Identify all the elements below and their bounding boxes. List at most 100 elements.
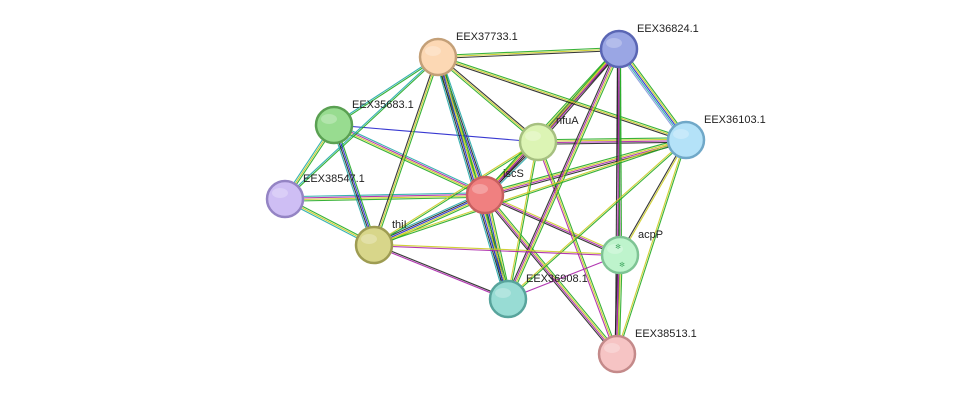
edge-evidence-line	[437, 56, 687, 141]
node-circle[interactable]	[314, 105, 354, 145]
edge-evidence-line	[333, 125, 485, 197]
edge-nfua-eex35683-1[interactable]	[333, 124, 539, 143]
edge-iscs-eex38547-1[interactable]	[284, 192, 486, 202]
edge-evidence-line	[537, 137, 686, 141]
edge-evidence-line	[484, 137, 686, 194]
node-highlight	[495, 288, 511, 298]
node-circle[interactable]	[600, 235, 640, 275]
node-circle[interactable]	[666, 120, 706, 160]
edge-evidence-line	[285, 57, 439, 200]
edge-evidence-line	[482, 196, 616, 356]
node-eex35683-1[interactable]: EEX35683.1	[314, 99, 414, 145]
node-circle[interactable]	[599, 29, 639, 69]
edge-evidence-line	[505, 47, 618, 299]
edge-iscs-eex38513-1[interactable]	[482, 193, 620, 356]
node-eex36908-1[interactable]: EEX36908.1	[488, 273, 588, 319]
edge-nfua-eex37733-1[interactable]	[436, 55, 540, 144]
edge-evidence-line	[437, 56, 509, 300]
edge-evidence-line	[615, 139, 686, 354]
node-thii[interactable]: thiI	[354, 219, 407, 265]
node-eex38547-1[interactable]: EEX38547.1	[265, 173, 365, 219]
edge-eex36824-1-eex36908-1[interactable]	[505, 47, 622, 301]
node-circle[interactable]	[597, 334, 637, 374]
edge-evidence-line	[617, 140, 688, 355]
node-circle[interactable]	[418, 37, 458, 77]
node-eex36824-1[interactable]: EEX36824.1	[599, 23, 699, 69]
edge-eex36103-1-acpp[interactable]	[618, 139, 688, 256]
edge-eex37733-1-eex35683-1[interactable]	[333, 55, 439, 127]
edge-nfua-eex36103-1[interactable]	[537, 137, 687, 145]
edge-evidence-line	[374, 57, 440, 246]
edge-evidence-line	[537, 141, 618, 355]
edge-evidence-line	[538, 141, 619, 354]
node-eex36103-1[interactable]: EEX36103.1	[666, 114, 766, 160]
edge-evidence-line	[539, 50, 622, 144]
edge-eex36103-1-eex38513-1[interactable]	[615, 139, 688, 355]
edge-eex37733-1-eex36103-1[interactable]	[437, 55, 687, 142]
edge-evidence-line	[507, 139, 686, 299]
node-label: acpP	[638, 229, 663, 241]
edge-evidence-line	[332, 126, 485, 198]
edge-evidence-line	[437, 46, 619, 57]
edge-evidence-line	[537, 48, 619, 142]
edge-nfua-thii[interactable]	[373, 140, 539, 247]
node-iscs[interactable]: iscS	[465, 168, 524, 215]
node-highlight	[425, 46, 441, 56]
node-label: EEX38513.1	[635, 328, 697, 340]
edge-eex36103-1-thii[interactable]	[373, 138, 687, 247]
node-eex37733-1[interactable]: EEX37733.1	[418, 31, 518, 77]
node-eex38513-1[interactable]: EEX38513.1	[597, 328, 697, 374]
edge-evidence-line	[438, 56, 510, 299]
edge-thii-eex36908-1[interactable]	[373, 243, 509, 301]
edge-eex37733-1-eex38547-1[interactable]	[284, 56, 439, 200]
edge-evidence-line	[374, 140, 687, 247]
node-circle[interactable]	[465, 175, 505, 215]
edge-evidence-line	[509, 49, 622, 301]
edge-evidence-line	[333, 55, 438, 125]
structure-glyph-icon: ✻	[615, 243, 621, 251]
edge-evidence-line	[508, 142, 540, 300]
edge-nfua-eex36908-1[interactable]	[506, 141, 540, 300]
edge-nfua-eex36824-1[interactable]	[535, 47, 622, 144]
edge-evidence-line	[618, 139, 686, 255]
edge-evidence-line	[284, 56, 438, 199]
edge-evidence-line	[508, 49, 621, 300]
edge-evidence-line	[374, 243, 621, 255]
node-circle[interactable]	[354, 225, 394, 265]
edge-evidence-line	[334, 124, 376, 245]
edge-eex37733-1-eex36824-1[interactable]	[437, 46, 620, 60]
edge-evidence-line	[535, 47, 618, 141]
node-circle[interactable]	[518, 122, 558, 162]
edge-acpp-eex36908-1[interactable]	[507, 254, 621, 300]
node-circle[interactable]	[265, 179, 305, 219]
edge-thii-acpp[interactable]	[373, 243, 621, 257]
node-label: EEX36824.1	[637, 23, 699, 35]
node-nfua[interactable]: nfuA	[518, 115, 579, 162]
edge-evidence-line	[437, 56, 539, 143]
edge-iscs-acpp[interactable]	[484, 193, 621, 257]
node-circle[interactable]	[488, 279, 528, 319]
edge-eex35683-1-thii[interactable]	[331, 124, 377, 246]
node-highlight	[525, 131, 541, 141]
edge-eex37733-1-thii[interactable]	[372, 56, 440, 246]
node-highlight	[607, 244, 623, 254]
edge-evidence-line	[335, 124, 377, 245]
edge-evidence-line	[440, 55, 489, 195]
edge-evidence-line	[372, 56, 438, 245]
edge-eex37733-1-eex36908-1[interactable]	[434, 56, 512, 300]
node-label: iscS	[503, 168, 524, 180]
node-acpp[interactable]: ✻✻acpP	[600, 229, 663, 275]
edge-evidence-line	[508, 140, 687, 300]
edge-iscs-eex35683-1[interactable]	[332, 122, 487, 198]
node-label: EEX38547.1	[303, 173, 365, 185]
nodes-layer: iscSnfuAEEX37733.1EEX36824.1EEX36103.1EE…	[265, 23, 766, 374]
edge-evidence-line	[484, 48, 619, 195]
node-highlight	[606, 38, 622, 48]
edge-eex36103-1-eex36908-1[interactable]	[507, 139, 687, 300]
edge-evidence-line	[374, 142, 539, 247]
edge-evidence-line	[506, 141, 538, 299]
edge-evidence-line	[284, 192, 485, 198]
edge-evidence-line	[373, 194, 486, 246]
edge-nfua-eex38513-1[interactable]	[536, 141, 619, 355]
